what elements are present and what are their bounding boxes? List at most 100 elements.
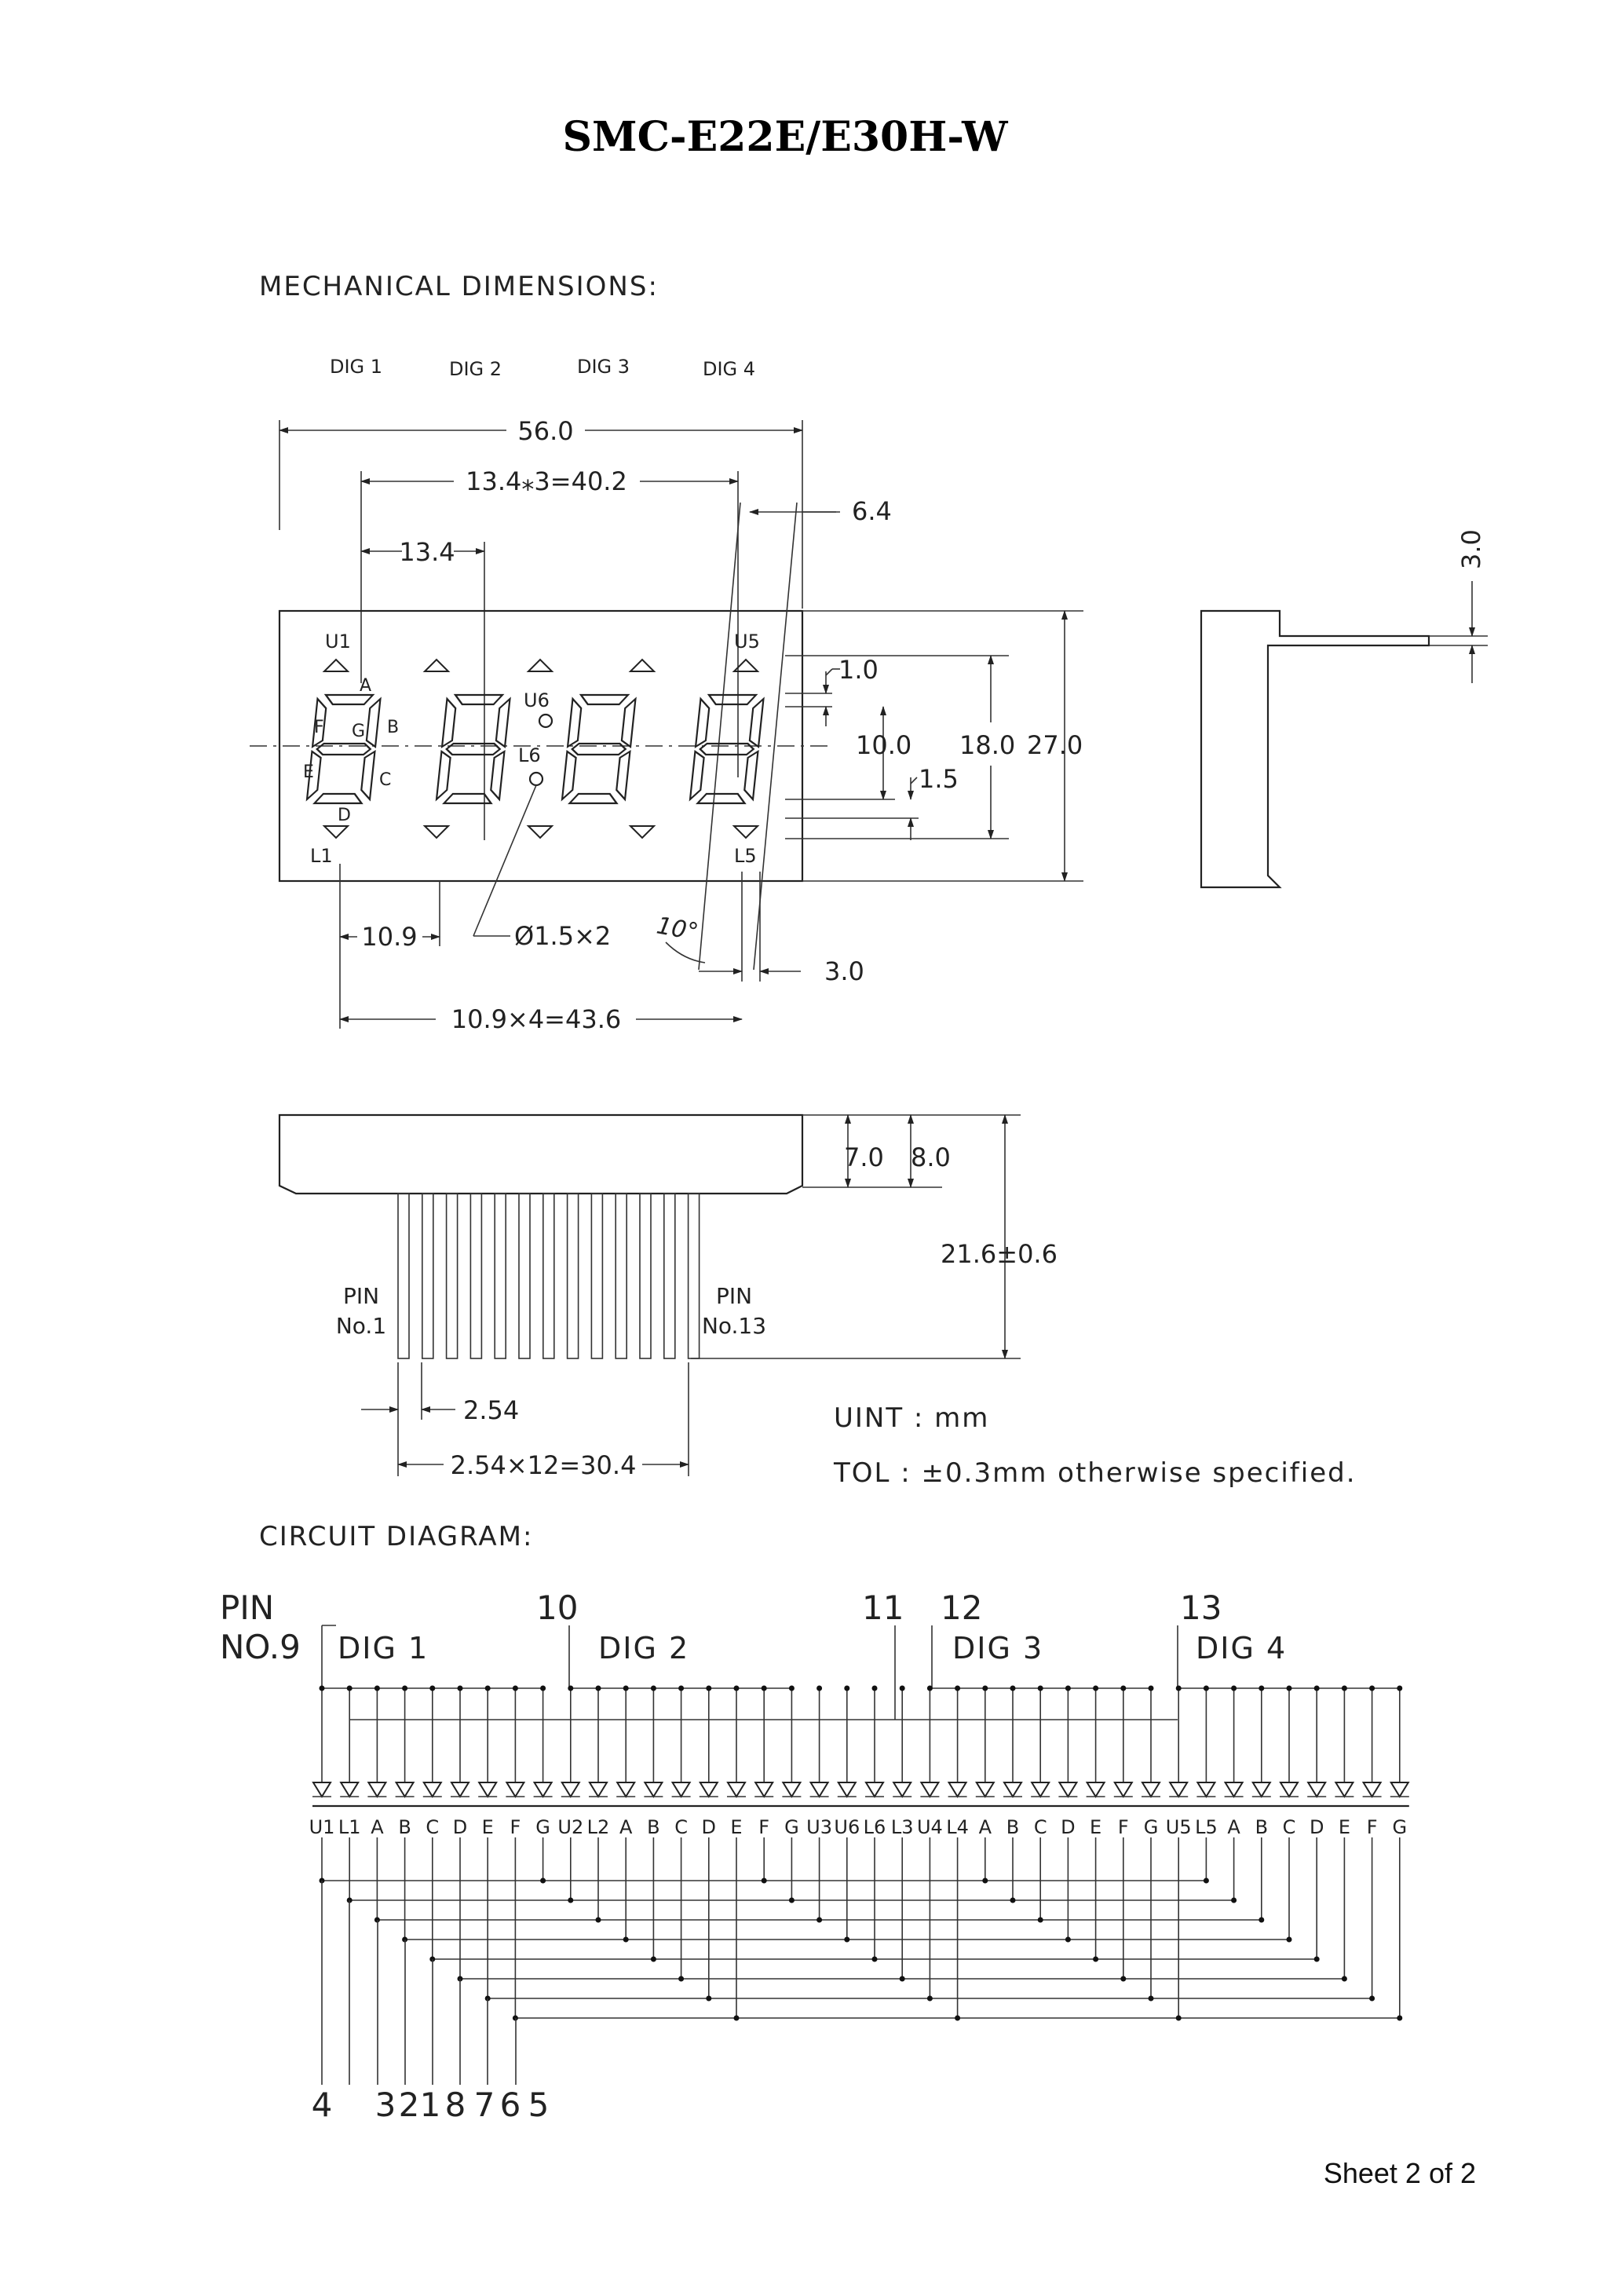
dim-pin-length: 21.6±0.6 <box>941 1239 1058 1269</box>
dim-top-margin: 1.0 <box>838 655 879 685</box>
diode-label: G <box>784 1816 799 1838</box>
diode-label: E <box>730 1816 742 1838</box>
circuit-pin12-label: 12 <box>941 1589 982 1627</box>
diode-symbol <box>422 1782 443 1798</box>
diode-symbol <box>809 1782 830 1798</box>
bottom-pin-3: 3 <box>375 2086 396 2124</box>
diode-label: C <box>1283 1816 1296 1838</box>
diode-symbol <box>754 1782 774 1798</box>
dim-side-depth: 3.0 <box>1456 529 1486 569</box>
diode-label: U3 <box>806 1816 832 1838</box>
circuit-pin9-label: NO.9 <box>220 1628 301 1666</box>
front-dig1-label: DIG 1 <box>330 356 382 378</box>
tolerance-note: TOL : ±0.3mm otherwise specified. <box>833 1457 1357 1489</box>
diode-symbol <box>726 1782 747 1798</box>
circuit-diagram: PIN NO.9 10 11 12 13 DIG 1 DIG 2 DIG 3 D… <box>220 1589 1410 2124</box>
diode-symbol <box>1113 1782 1134 1798</box>
dim-pin-pitch: 2.54 <box>463 1395 519 1425</box>
diode-label: B <box>1006 1816 1019 1838</box>
pin-lead <box>397 1193 410 1359</box>
circuit-heading: CIRCUIT DIAGRAM: <box>259 1521 533 1552</box>
pin13-label: PIN <box>716 1283 752 1309</box>
diode-symbol <box>837 1782 857 1798</box>
seg-label-g: G <box>352 722 365 741</box>
diode-label: F <box>1367 1816 1378 1838</box>
diode-symbol <box>1279 1782 1299 1798</box>
diode-label: A <box>979 1816 992 1838</box>
diode-symbol <box>1085 1782 1106 1798</box>
diode-symbol <box>670 1782 692 1798</box>
diode-symbol <box>312 1782 332 1798</box>
diode-label: C <box>1034 1816 1047 1838</box>
diode-label: B <box>398 1816 411 1838</box>
pin-lead <box>469 1193 483 1359</box>
bottom-pin-4: 4 <box>312 2086 333 2124</box>
seven-segment-digits <box>305 693 765 805</box>
diode-symbol <box>892 1782 912 1798</box>
diode-symbol <box>561 1782 581 1798</box>
bottom-pin-2: 2 <box>399 2086 420 2124</box>
dim-pin-gap: 10.9 <box>361 922 417 952</box>
diode-label: A <box>1227 1816 1240 1838</box>
bottom-pin-7: 7 <box>474 2086 495 2124</box>
dim-dp-offset: 1.5 <box>919 764 959 794</box>
label-u6: U6 <box>524 689 550 711</box>
pin-lead <box>639 1193 652 1359</box>
diode-symbol <box>1141 1782 1161 1798</box>
pin-lead <box>542 1193 555 1359</box>
seg-label-a: A <box>360 676 371 696</box>
circuit-wires <box>319 1685 1403 2085</box>
circuit-pin10-label: 10 <box>536 1589 578 1627</box>
dim-body-depth: 7.0 <box>844 1143 884 1172</box>
label-u5: U5 <box>734 631 760 653</box>
seg-label-c: C <box>379 770 391 790</box>
diode-symbol <box>616 1782 636 1798</box>
diode-symbol <box>1058 1782 1079 1798</box>
pin-lead <box>687 1193 700 1359</box>
diode-symbol <box>947 1782 968 1798</box>
diode-label: B <box>1255 1816 1268 1838</box>
pin-lead <box>421 1193 434 1359</box>
circuit-dig3-label: DIG 3 <box>952 1631 1043 1665</box>
diode-symbol <box>1223 1782 1244 1798</box>
front-dig2-label: DIG 2 <box>449 358 502 380</box>
diode-label: E <box>1090 1816 1101 1838</box>
diode-symbol <box>367 1782 388 1798</box>
diode-symbol <box>864 1782 885 1798</box>
pin-lead <box>494 1193 507 1359</box>
dim-slant-offset: 6.4 <box>852 496 892 526</box>
diode-symbol <box>532 1782 553 1798</box>
diode-symbol <box>781 1782 802 1798</box>
dim-pin-total: 2.54×12=30.4 <box>451 1450 637 1480</box>
pin-lead <box>615 1193 628 1359</box>
circuit-pin11-label: 11 <box>862 1589 904 1627</box>
pin-lead <box>566 1193 579 1359</box>
diode-row <box>312 1782 1410 1808</box>
circuit-dig1-label: DIG 1 <box>338 1631 429 1665</box>
side-profile-view: 3.0 <box>1200 529 1488 889</box>
seg-label-f: F <box>314 718 324 737</box>
diode-label: G <box>1392 1816 1407 1838</box>
diode-label: B <box>647 1816 659 1838</box>
diode-symbol <box>450 1782 470 1798</box>
dim-pin-span: 10.9×4=43.6 <box>451 1004 621 1034</box>
label-l1: L1 <box>310 845 333 867</box>
dim-indicator-width: 3.0 <box>824 956 864 986</box>
bottom-pin-8: 8 <box>445 2086 466 2124</box>
diode-label: C <box>674 1816 688 1838</box>
unit-note: UINT : mm <box>834 1402 989 1434</box>
diode-label: D <box>453 1816 467 1838</box>
pin1-label: PIN <box>343 1283 379 1309</box>
diode-label: L6 <box>864 1816 886 1838</box>
diode-label: F <box>1118 1816 1129 1838</box>
diode-label: E <box>1339 1816 1350 1838</box>
diode-symbol <box>1003 1782 1023 1798</box>
circuit-pin-label: PIN <box>220 1589 274 1627</box>
diode-symbol <box>1334 1782 1355 1798</box>
diode-label: G <box>535 1816 550 1838</box>
sheet-number: Sheet 2 of 2 <box>1324 2157 1476 2189</box>
dim-overall-width: 56.0 <box>517 416 573 446</box>
dim-digit-pitch: 13.4 <box>399 537 455 567</box>
dim-digit-span: 13.4⁎3=40.2 <box>466 466 627 496</box>
diode-symbol <box>1390 1782 1410 1798</box>
